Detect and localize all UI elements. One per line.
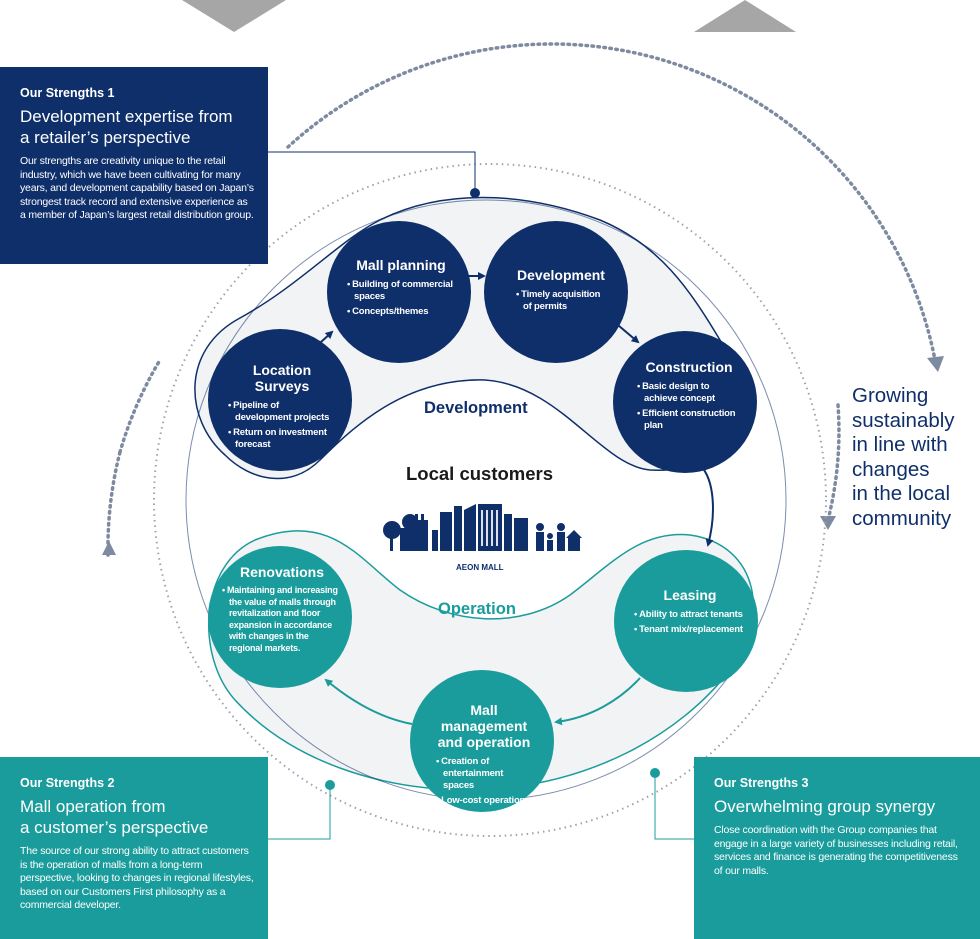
connector-dot-1 — [470, 188, 480, 198]
node-construction-bullet-1: Basic design to achieve concept — [637, 381, 741, 405]
strength-1-body: Our strengths are creativity unique to t… — [20, 155, 254, 222]
connector-dot-2 — [325, 780, 335, 790]
node-construction-title: Construction — [645, 359, 733, 375]
node-leasing-title: Leasing — [663, 587, 717, 603]
operation-label: Operation — [438, 600, 516, 618]
top-right-chevron — [694, 0, 796, 32]
connector-strength-2 — [268, 785, 331, 840]
node-mall-planning-title: Mall planning — [356, 257, 446, 273]
strength-3-body: Close coordination with the Group compan… — [714, 824, 958, 877]
node-location-surveys: Location Surveys Pipeline of development… — [208, 329, 352, 471]
node-construction: Construction Basic design to achieve con… — [613, 331, 757, 473]
node-development: Development Timely acquisition of permit… — [484, 221, 628, 363]
connector-strength-1 — [268, 151, 476, 193]
node-leasing-bullet-2: Tenant mix/replacement — [634, 624, 746, 636]
inner-dotted-ring — [153, 163, 827, 837]
node-renovations-bullet-1: Maintaining and increasing the value of … — [222, 585, 342, 654]
arrow-leasing-to-management — [554, 677, 641, 726]
strength-1-heading: Development expertise from a retailer’s … — [20, 107, 233, 147]
node-mall-management-title: Mall management and operation — [437, 702, 531, 750]
node-construction-bullet-2: Efficient construction plan — [637, 408, 741, 432]
node-location-surveys-title: Location Surveys — [252, 362, 312, 394]
development-label: Development — [424, 399, 528, 417]
strength-3-tag: Our Strengths 3 — [714, 776, 809, 790]
strength-1-tag: Our Strengths 1 — [20, 86, 115, 100]
node-mall-planning-bullet-2: Concepts/themes — [347, 306, 455, 318]
strength-2-tag: Our Strengths 2 — [20, 776, 115, 790]
top-left-chevron — [182, 0, 286, 32]
node-development-title: Development — [517, 267, 605, 283]
node-mall-planning-bullet-1: Building of commercial spaces — [347, 279, 455, 303]
node-leasing-bullet-1: Ability to attract tenants — [634, 609, 746, 621]
node-mall-management-bullet-1: Creation of entertainment spaces — [436, 756, 532, 792]
node-mall-management-bullet-2: Low-cost operations — [436, 795, 532, 807]
node-mall-management: Mall management and operation Creation o… — [410, 670, 554, 812]
aeon-mall-label: AEON MALL — [456, 563, 504, 572]
arrow-construction-to-leasing — [699, 464, 714, 547]
outer-arrow-right-top — [927, 356, 944, 372]
node-renovations-title: Renovations — [239, 564, 324, 580]
node-mall-planning: Mall planning Building of commercial spa… — [327, 221, 471, 363]
node-location-surveys-bullet-1: Pipeline of development projects — [228, 400, 336, 424]
outer-arrow-left — [102, 541, 116, 555]
strength-1-panel: Our Strengths 1 Development expertise fr… — [0, 67, 268, 264]
local-customers-label: Local customers — [406, 463, 554, 484]
node-location-surveys-bullet-2: Return on investment forecast — [228, 427, 336, 451]
connector-dot-3 — [650, 768, 660, 778]
strength-2-heading: Mall operation from a customer’s perspec… — [20, 797, 209, 837]
connector-strength-3 — [654, 773, 694, 840]
arrow-management-to-renovations — [324, 678, 413, 725]
strength-2-panel: Our Strengths 2 Mall operation from a cu… — [0, 757, 268, 939]
strength-3-panel: Our Strengths 3 Overwhelming group syner… — [694, 757, 980, 939]
outer-arrow-right-bottom — [820, 516, 836, 530]
growing-sustainably-text: Growing sustainably in line with changes… — [852, 384, 955, 530]
node-development-bullet-1: Timely acquisition of permits — [516, 289, 606, 313]
node-renovations: Renovations Maintaining and increasing t… — [208, 546, 352, 688]
strength-2-body: The source of our strong ability to attr… — [20, 845, 254, 912]
node-leasing: Leasing Ability to attract tenants Tenan… — [614, 550, 758, 692]
strength-3-heading: Overwhelming group synergy — [714, 797, 936, 816]
